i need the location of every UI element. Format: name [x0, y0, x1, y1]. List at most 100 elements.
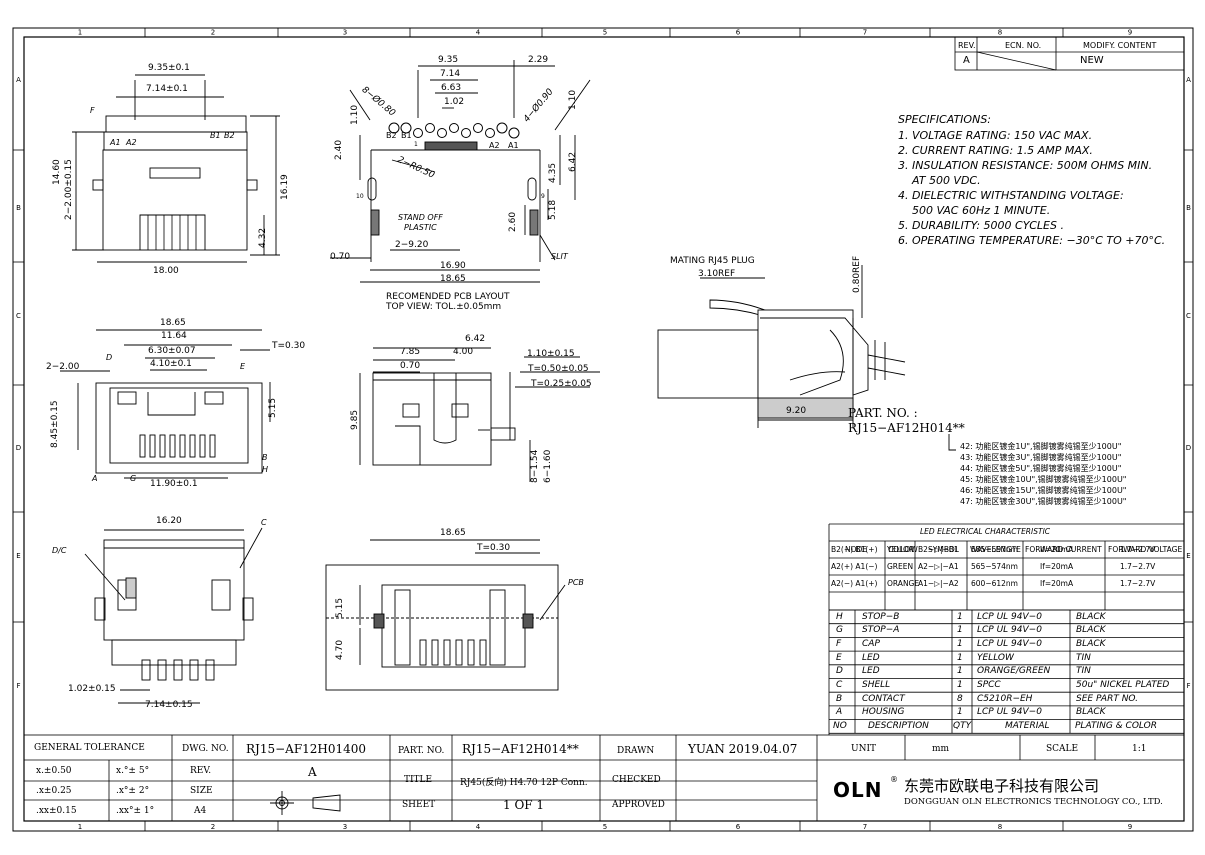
company-logo: OLN	[833, 778, 883, 802]
dim-label: 14.60	[52, 159, 62, 185]
grid-column-label: 1	[78, 823, 82, 831]
dim-label: 1.10±0.15	[527, 349, 575, 359]
grid-column-label: 6	[736, 823, 741, 831]
bom-cell: LCP UL 94V−0	[977, 625, 1042, 636]
scale-value: 1:1	[1132, 744, 1147, 754]
led-table-cell: If=20mA	[1040, 562, 1074, 571]
bom-cell: HOUSING	[862, 707, 905, 718]
pin-label: 9	[541, 193, 545, 200]
dim-label: 16.19	[280, 174, 290, 200]
bom-cell: 1	[957, 707, 963, 718]
bom-cell: LCP UL 94V−0	[977, 707, 1042, 718]
dim-label: 7.85	[400, 347, 421, 357]
grid-row-label: F	[1186, 682, 1190, 690]
dim-label: 0.80REF	[852, 255, 862, 293]
company-name-en: DONGGUAN OLN ELECTRONICS TECHNOLOGY CO.,…	[904, 797, 1163, 807]
bom-cell: G	[836, 625, 843, 636]
sheet-label: SHEET	[402, 800, 436, 810]
dim-label: 6−1.60	[543, 449, 553, 483]
bom-cell: 1	[957, 638, 963, 649]
dim-label: 7.14±0.15	[145, 700, 193, 710]
dim-label: 5.15	[335, 597, 345, 618]
plating-option: 47: 功能区镀金30U",锡脚镀雾纯锡至少100U"	[960, 497, 1127, 506]
plating-option: 43: 功能区镀金3U",锡脚镀雾纯锡至少100U"	[960, 453, 1122, 462]
grid-row-label: A	[1186, 76, 1191, 84]
scale-label: SCALE	[1046, 744, 1079, 754]
side-view	[359, 347, 600, 482]
unit-label: UNIT	[851, 744, 877, 754]
grid-row-label: E	[16, 552, 20, 560]
title-label: TITLE	[404, 775, 433, 785]
led-table-header: WAVELENGTE	[970, 545, 1021, 554]
dim-label: 9.35±0.1	[148, 63, 190, 73]
size-value: A4	[194, 806, 207, 816]
callout-label: E	[240, 362, 246, 371]
plug-title: MATING RJ45 PLUG	[670, 256, 755, 266]
dim-label: 6.42	[568, 151, 578, 172]
dim-label: 1.10	[350, 104, 360, 125]
dim-label: 2.29	[528, 55, 549, 65]
grid-column-label: 4	[476, 823, 481, 831]
grid-row-label: D	[16, 444, 21, 452]
spec-line: 2. CURRENT RATING: 1.5 AMP MAX.	[898, 144, 1093, 157]
modify-value: NEW	[1080, 55, 1104, 66]
pcb-caption: TOP VIEW: TOL.±0.05mm	[386, 302, 502, 312]
dim-label: 7.14	[440, 69, 461, 79]
bom-cell: D	[836, 666, 843, 677]
part-no-label: PART. NO. :	[848, 406, 918, 420]
drawn-value: YUAN 2019.04.07	[688, 742, 798, 756]
pin-label: A2	[489, 141, 500, 150]
led-table-header: SYMBOL	[928, 545, 959, 554]
led-table-header: COLOR	[888, 545, 915, 554]
led-table-cell: GREEN	[887, 562, 914, 571]
tolerance-value: .xx°± 1°	[116, 806, 155, 816]
dim-label: 5.15	[268, 397, 278, 418]
bom-cell: CAP	[862, 638, 880, 649]
dwg-no-label: DWG. NO.	[182, 744, 229, 754]
led-table-cell: 1.7−2.7V	[1120, 562, 1156, 571]
dwg-no-value: RJ15−AF12H01400	[246, 742, 367, 756]
dim-label: 5.18	[548, 199, 558, 220]
led-table-cell: B2−▷|−B1	[918, 545, 959, 554]
bom-header: PLATING & COLOR	[1075, 721, 1157, 732]
led-table-cell: 565−574nm	[971, 562, 1018, 571]
modify-header: MODIFY. CONTENT	[1083, 41, 1157, 50]
bom-header: MATERIAL	[1005, 721, 1050, 732]
led-table-cell: 1.7−2.7V	[1120, 579, 1156, 588]
grid-column-label: 3	[343, 823, 347, 831]
grid-row-label: C	[1186, 312, 1191, 320]
plating-option: 46: 功能区镀金15U",锡脚镀雾纯锡至少100U"	[960, 486, 1127, 495]
led-table-header: NODE	[845, 545, 868, 554]
bom-cell: BLACK	[1076, 638, 1106, 649]
spec-line: AT 500 VDC.	[912, 174, 981, 187]
dim-label: 6.30±0.07	[148, 346, 196, 356]
callout-label: B	[262, 453, 268, 462]
dim-label: 6.42	[465, 334, 486, 344]
spec-line: 3. INSULATION RESISTANCE: 500M OHMS MIN.	[898, 159, 1153, 172]
dim-label: 18.00	[153, 266, 179, 276]
part-no-value: RJ15−AF12H014**	[848, 421, 965, 435]
drawn-label: DRAWN	[617, 746, 655, 756]
approved-label: APPROVED	[612, 800, 665, 810]
dim-label: 4.70	[335, 639, 345, 660]
dim-label: 9.35	[438, 55, 459, 65]
bom-cell: ORANGE/GREEN	[977, 666, 1051, 677]
callout-label: PLASTIC	[404, 223, 437, 232]
callout-label: F	[90, 106, 95, 115]
grid-column-label: 9	[1128, 29, 1132, 37]
callout-label: SLIT	[551, 252, 568, 261]
bom-cell: 1	[957, 611, 963, 622]
dim-label: T=0.30	[477, 543, 511, 553]
bom-header: DESCRIPTION	[868, 721, 929, 732]
grid-row-label: E	[1186, 552, 1190, 560]
pin-label: 10	[356, 193, 364, 200]
dim-label: 1.02	[444, 97, 465, 107]
dim-label: 18.65	[440, 274, 466, 284]
rev-value: A	[308, 765, 317, 779]
sheet-value: 1 OF 1	[503, 798, 545, 812]
grid-row-label: F	[16, 682, 20, 690]
rear-view	[84, 527, 263, 704]
callout-label: A	[92, 474, 98, 483]
